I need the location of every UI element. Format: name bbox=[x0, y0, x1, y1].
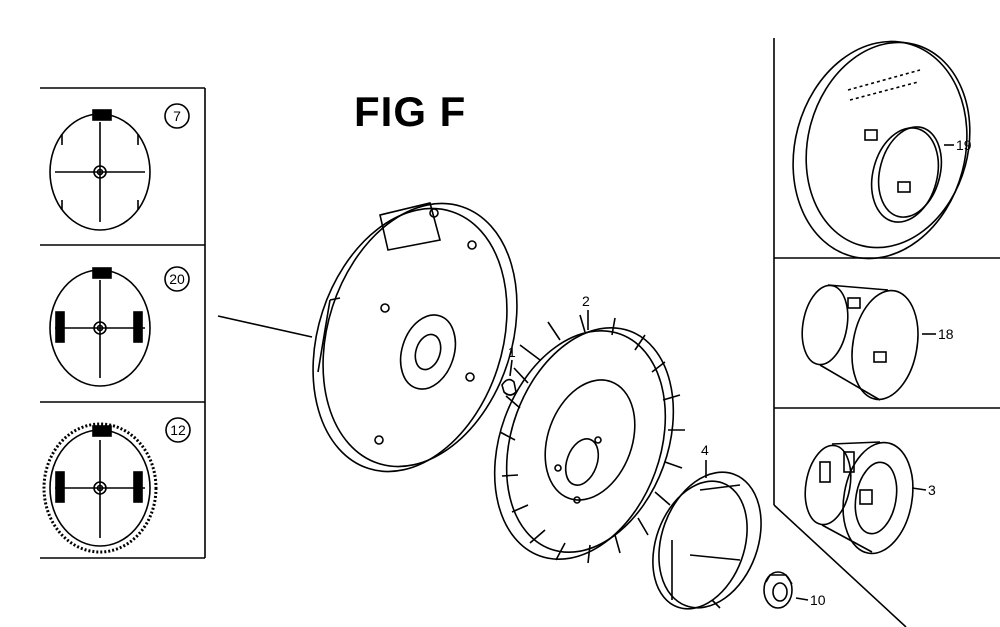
callout-1: 1 bbox=[508, 344, 516, 360]
callout-circle-12 bbox=[165, 417, 191, 443]
callout-3: 3 bbox=[928, 482, 936, 498]
rotor-option-7: 7 bbox=[49, 103, 190, 231]
callout-12: 12 bbox=[170, 422, 186, 438]
rotor-option-12: 12 bbox=[42, 417, 191, 554]
callout-18: 18 bbox=[938, 326, 954, 342]
flywheel-nut: 10 bbox=[763, 571, 826, 609]
options-panel bbox=[40, 87, 206, 559]
cooling-fan: 2 bbox=[493, 293, 685, 564]
pulley-panel bbox=[773, 38, 1000, 627]
flywheel-rotor bbox=[312, 202, 518, 473]
figure-title: FIG F bbox=[354, 88, 467, 135]
starter-pulley-seat: 4 bbox=[652, 442, 762, 610]
callout-circle-20 bbox=[164, 266, 190, 292]
option-leader bbox=[217, 315, 313, 338]
callout-7: 7 bbox=[173, 108, 181, 124]
callout-2: 2 bbox=[582, 293, 590, 309]
callout-circle-7 bbox=[164, 103, 190, 129]
key-part: 1 bbox=[501, 344, 517, 396]
callout-4: 4 bbox=[701, 442, 709, 458]
callout-10: 10 bbox=[810, 592, 826, 608]
starter-pulley-cover: 19 bbox=[792, 40, 972, 260]
starter-pulley-sleeve: 18 bbox=[801, 284, 954, 401]
starter-drive-pulley: 3 bbox=[804, 441, 936, 555]
rotor-option-20: 20 bbox=[49, 266, 190, 387]
callout-20: 20 bbox=[169, 271, 185, 287]
callout-19: 19 bbox=[956, 137, 972, 153]
